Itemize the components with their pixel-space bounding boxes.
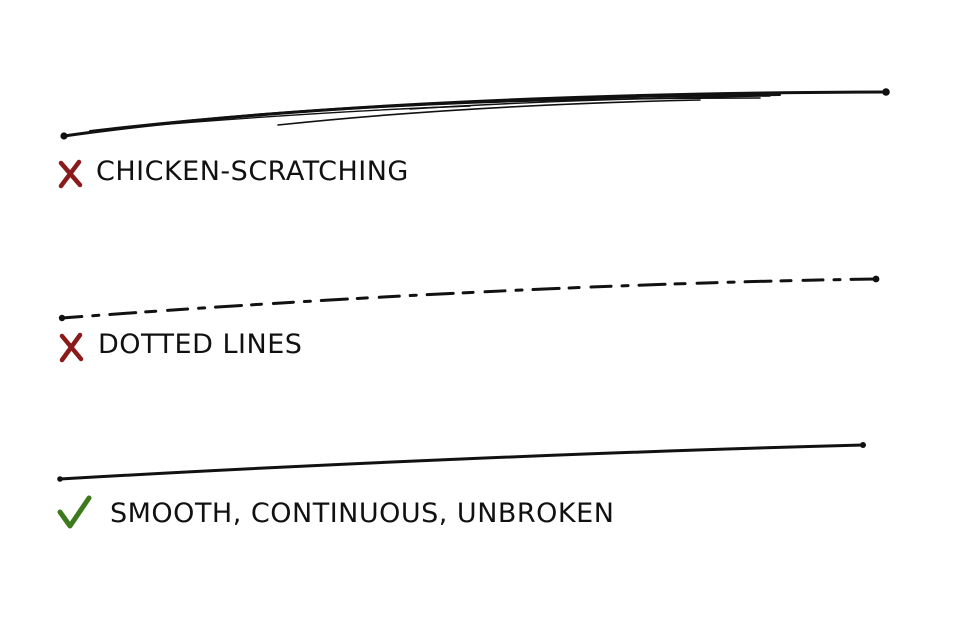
line-end-dot [882, 88, 890, 96]
line-end-dot [860, 442, 866, 448]
line-start-dot [57, 476, 63, 482]
label-smooth-continuous-unbroken: SMOOTH, CONTINUOUS, UNBROKEN [110, 498, 614, 529]
line-start-dot [58, 314, 66, 322]
label-dotted-lines: DOTTED LINES [98, 329, 302, 360]
example-dotted-lines: DOTTED LINES [58, 275, 880, 363]
example-smooth-line: SMOOTH, CONTINUOUS, UNBROKEN [57, 442, 866, 529]
example-chicken-scratching: CHICKEN-SCRATCHING [58, 88, 890, 189]
x-mark-icon [58, 159, 83, 189]
line-end-dot [872, 275, 880, 283]
label-chicken-scratching: CHICKEN-SCRATCHING [96, 156, 409, 187]
dashed-line [60, 277, 878, 320]
line-start-dot [60, 132, 68, 140]
smooth-line [58, 443, 865, 481]
x-mark-icon [59, 332, 84, 363]
sketchy-line [62, 90, 888, 138]
checkmark-icon [57, 495, 92, 529]
